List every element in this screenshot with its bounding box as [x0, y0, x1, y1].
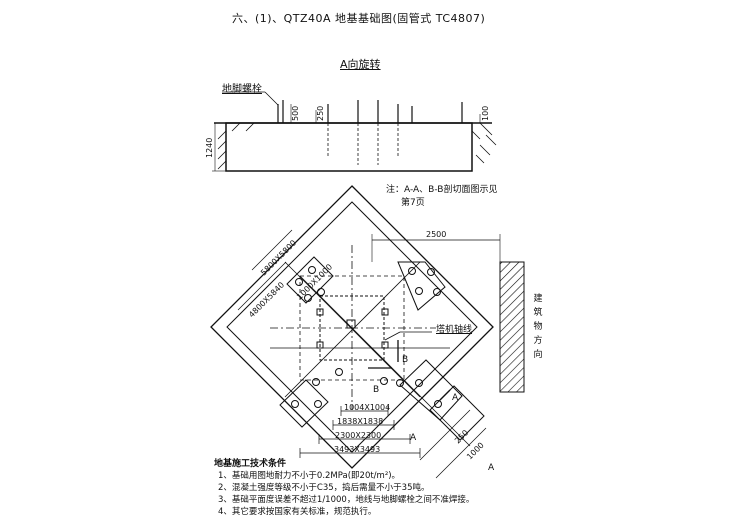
dim-side-250: 250 [453, 428, 470, 445]
soil-hatch-left [217, 122, 255, 170]
arm-top-right [397, 261, 446, 311]
arm-bottom-right [399, 359, 485, 441]
anchor-bolts [277, 100, 463, 123]
tech-requirement-item: 3、基础平面度误差不超过1/1000，地线与地脚螺栓之间不准焊接。 [218, 495, 475, 505]
note-line-1: 注：A-A、B-B剖切面图示见 [386, 185, 498, 195]
note-line-2: 第7页 [401, 198, 425, 208]
dim-outer-diagonal: 5800X5800 [259, 238, 298, 277]
outer-diamond [210, 185, 494, 469]
section-marker-a-bottom: A [410, 433, 417, 443]
inner-diamond [226, 201, 478, 453]
dim-top-offset: 100 [481, 106, 490, 121]
building-direction-label: 建筑物方向 [533, 294, 543, 360]
dim-building-distance: 2500 [426, 230, 446, 239]
tech-requirement-item: 4、其它要求按国家有关标准，规范执行。 [218, 507, 377, 517]
dim-depth: 1240 [205, 138, 214, 158]
crane-axis-label: 塔机轴线 [436, 325, 473, 335]
dim-bolt-inner: 250 [316, 106, 325, 121]
dim-2300: 2300X2300 [335, 431, 381, 440]
building-wall-hatch [499, 261, 525, 393]
arm-bottom-left [279, 379, 329, 428]
arm-top-left [286, 256, 334, 304]
dim-bolt-projection: 500 [291, 106, 300, 121]
page-title: 六、(1)、QTZ40A 地基基础图(固管式 TC4807) [232, 12, 486, 25]
dim-inner-diagonal: 4800X5840 [247, 280, 286, 319]
bottom-dimensions [299, 406, 421, 458]
soil-hatch-right [471, 122, 497, 164]
elevation-title: A向旋转 [340, 58, 381, 71]
tech-requirements-title: 地基施工技术条件 [214, 459, 287, 469]
section-marker-a-far: A [488, 463, 495, 473]
dim-1838: 1838X1838 [337, 417, 383, 426]
anchor-bolt-label: 地脚螺栓 [222, 84, 262, 95]
elevation-view [212, 91, 497, 172]
dim-3493: 3493X3493 [334, 445, 380, 454]
dim-1004: 1004X1004 [344, 403, 390, 412]
anchor-plates [316, 308, 389, 349]
plan-view [210, 185, 501, 479]
tech-requirement-item: 2、混凝土强度等级不小于C35，捣后需量不小于35吨。 [218, 483, 430, 493]
tech-requirement-item: 1、基础用图地耐力不小于0.2MPa(即20t/m²)。 [218, 471, 401, 481]
section-marker-a-right: A [452, 393, 459, 403]
bolt-holes [291, 266, 442, 408]
section-marker-b-lower: B [373, 385, 379, 395]
section-marker-b-upper: B [402, 355, 408, 365]
